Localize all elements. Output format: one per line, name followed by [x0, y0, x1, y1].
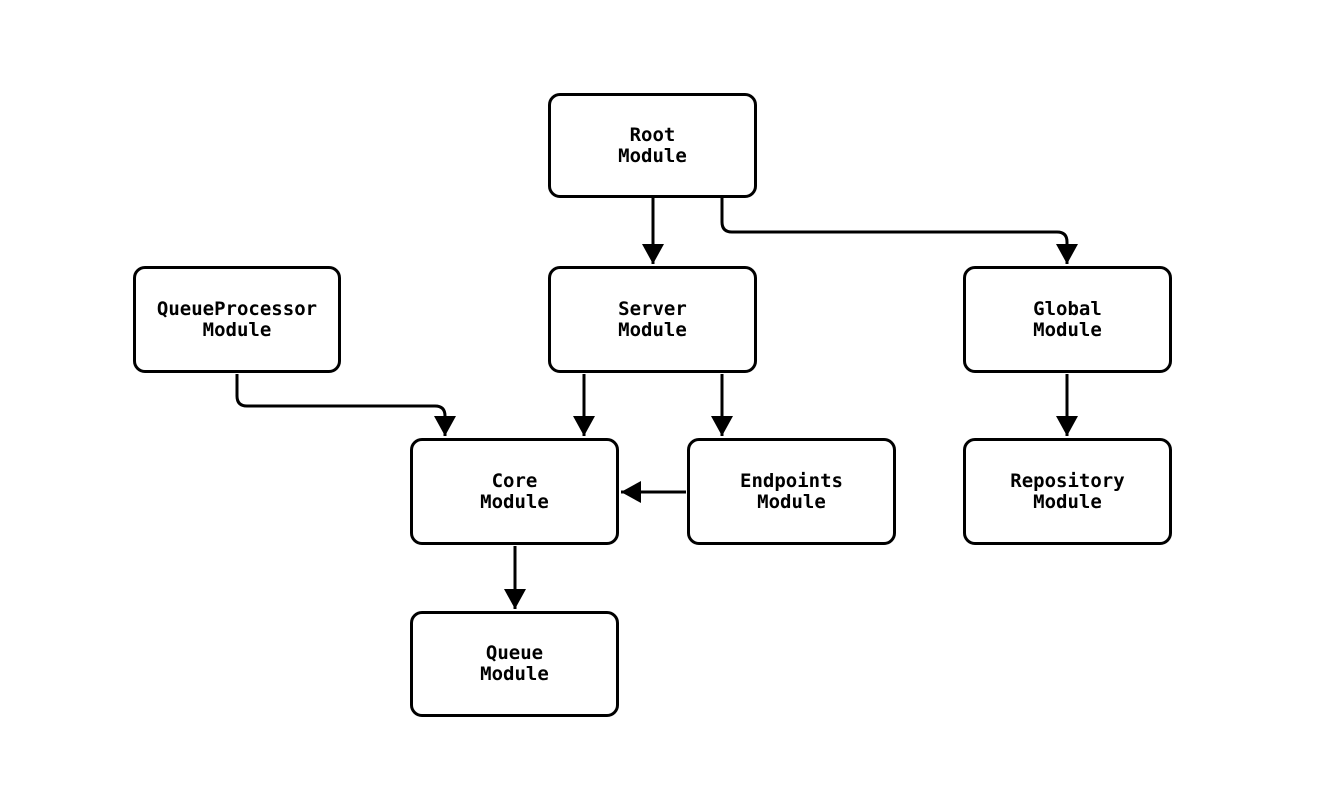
edge-root-to-global [720, 198, 1078, 264]
node-repository-module: Repository Module [963, 438, 1172, 545]
node-server-module-label: Server Module [618, 297, 687, 341]
node-endpoints-module-label: Endpoints Module [740, 469, 843, 513]
node-queueprocessor-module: QueueProcessor Module [133, 266, 341, 373]
node-server-module: Server Module [548, 266, 757, 373]
node-repository-module-label: Repository Module [1010, 469, 1125, 513]
node-root-module-label: Root Module [618, 123, 687, 167]
node-queueprocessor-module-label: QueueProcessor Module [156, 297, 318, 341]
edge-queueprocessor-to-core [235, 374, 456, 436]
node-core-module: Core Module [410, 438, 619, 545]
node-root-module: Root Module [548, 93, 757, 198]
node-core-module-label: Core Module [480, 469, 549, 513]
node-queue-module: Queue Module [410, 611, 619, 717]
node-global-module: Global Module [963, 266, 1172, 373]
node-queue-module-label: Queue Module [480, 642, 549, 685]
node-global-module-label: Global Module [1033, 297, 1102, 341]
node-endpoints-module: Endpoints Module [687, 438, 896, 545]
